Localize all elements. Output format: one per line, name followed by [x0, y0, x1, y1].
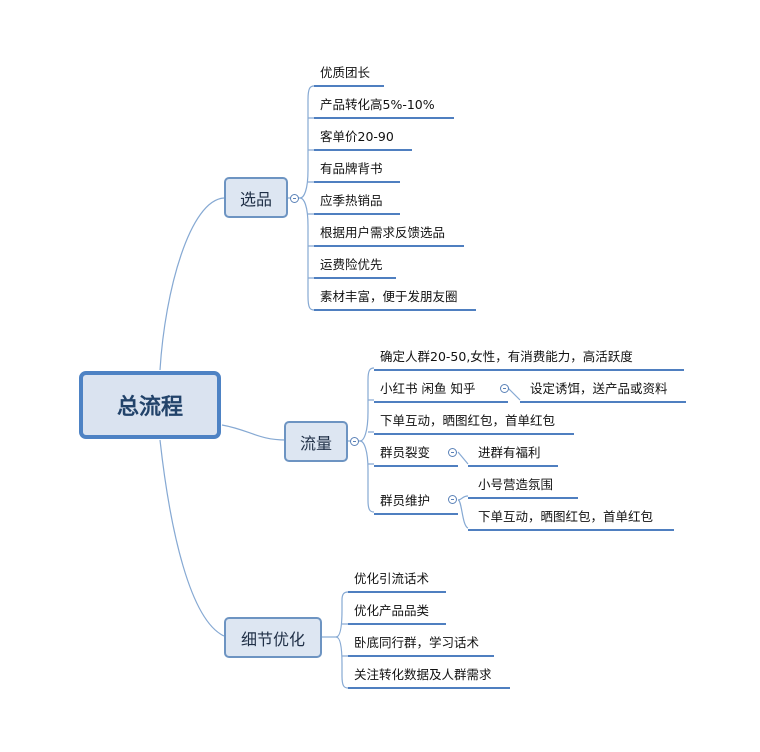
leaf-topic[interactable]: 下单互动，晒图红包，首单红包	[374, 412, 574, 435]
leaf-topic[interactable]: 小红书 闲鱼 知乎	[374, 380, 508, 403]
branch-xijie[interactable]: 细节优化	[224, 617, 322, 658]
collapse-minus-icon[interactable]	[350, 437, 359, 446]
leaf-topic[interactable]: 优化引流话术	[348, 570, 446, 593]
leaf-topic[interactable]: 优质团长	[314, 64, 384, 87]
leaf-topic[interactable]: 运费险优先	[314, 256, 396, 279]
leaf-topic[interactable]: 确定人群20-50,女性，有消费能力，高活跃度	[374, 348, 684, 371]
branch-xuanpin[interactable]: 选品	[224, 177, 288, 218]
collapse-minus-icon[interactable]	[500, 384, 509, 393]
leaf-topic[interactable]: 群员维护	[374, 492, 458, 515]
leaf-topic[interactable]: 应季热销品	[314, 192, 400, 215]
leaf-topic[interactable]: 卧底同行群，学习话术	[348, 634, 494, 657]
root-node[interactable]: 总流程	[79, 371, 221, 439]
collapse-minus-icon[interactable]	[290, 194, 299, 203]
leaf-topic[interactable]: 有品牌背书	[314, 160, 400, 183]
leaf-topic[interactable]: 群员裂变	[374, 444, 458, 467]
leaf-topic[interactable]: 根据用户需求反馈选品	[314, 224, 464, 247]
collapse-minus-icon[interactable]	[448, 495, 457, 504]
branch-label: 流量	[299, 433, 332, 453]
root-label: 总流程	[116, 395, 183, 420]
leaf-topic[interactable]: 下单互动，晒图红包，首单红包	[468, 508, 674, 531]
leaf-topic[interactable]: 设定诱饵，送产品或资料	[520, 380, 686, 403]
leaf-topic[interactable]: 进群有福利	[468, 444, 558, 467]
branch-label: 细节优化	[240, 629, 305, 649]
branch-label: 选品	[239, 189, 272, 209]
leaf-topic[interactable]: 素材丰富，便于发朋友圈	[314, 288, 476, 311]
leaf-topic[interactable]: 产品转化高5%-10%	[314, 96, 454, 119]
leaf-topic[interactable]: 小号营造氛围	[468, 476, 578, 499]
leaf-topic[interactable]: 客单价20-90	[314, 128, 412, 151]
collapse-minus-icon[interactable]	[448, 448, 457, 457]
branch-liuliang[interactable]: 流量	[284, 421, 348, 462]
leaf-topic[interactable]: 优化产品品类	[348, 602, 446, 625]
leaf-topic[interactable]: 关注转化数据及人群需求	[348, 666, 510, 689]
